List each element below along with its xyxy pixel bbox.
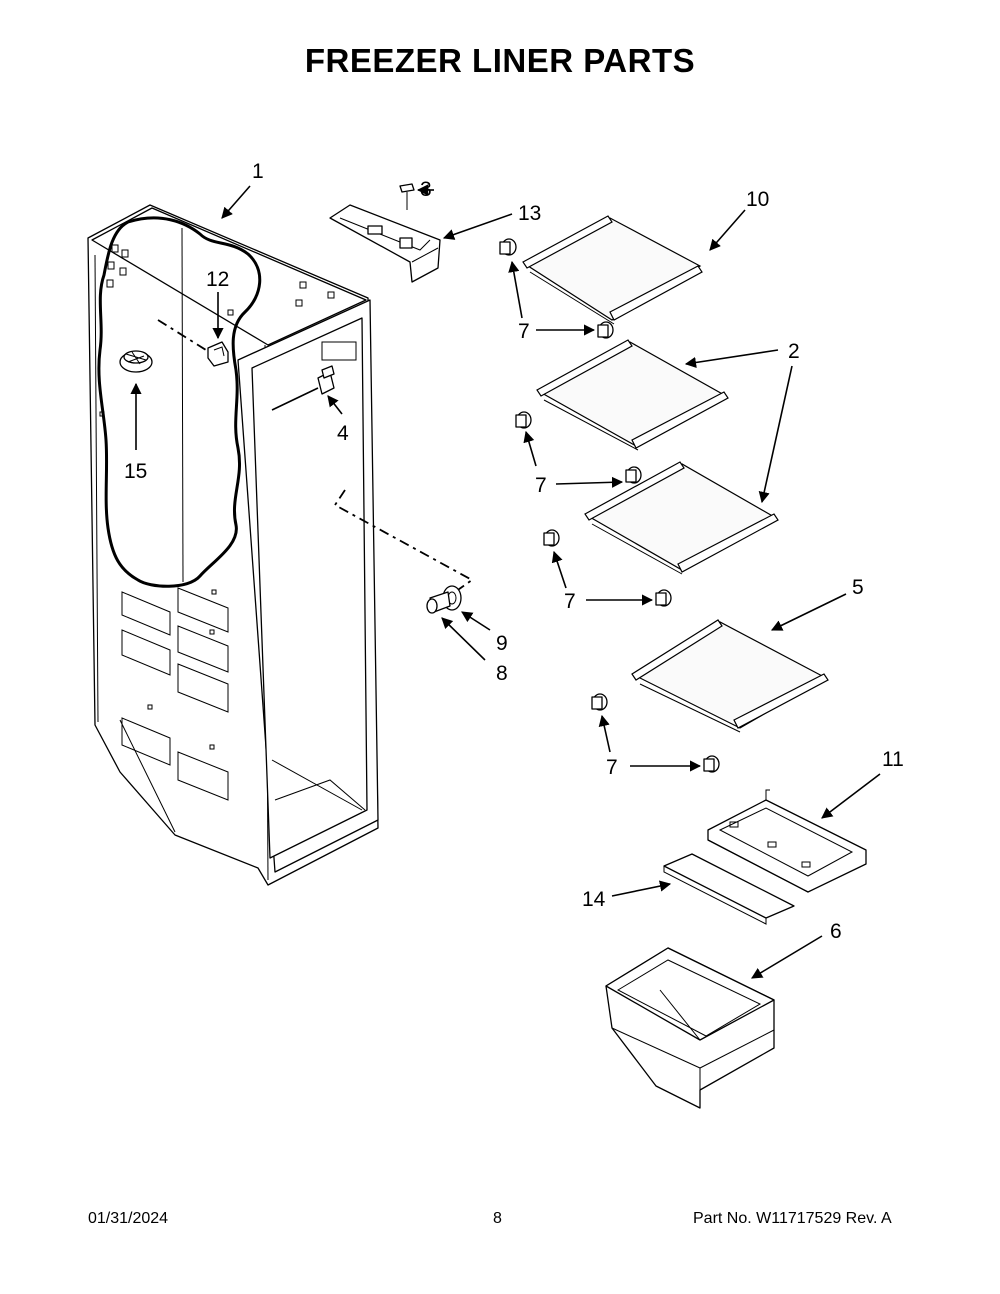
callout-8: 8	[496, 662, 508, 685]
callout-10: 10	[746, 188, 769, 211]
part-12-clip	[207, 341, 229, 367]
callout-7c: 7	[564, 590, 576, 613]
part-6-bin	[605, 947, 775, 1109]
callout-9: 9	[496, 632, 508, 655]
freezer-liner	[87, 204, 379, 886]
callout-6: 6	[830, 920, 842, 943]
callout-7d: 7	[606, 756, 618, 779]
callout-4: 4	[337, 422, 349, 445]
part-13-bracket	[329, 204, 441, 283]
callout-13: 13	[518, 202, 541, 225]
page-title: FREEZER LINER PARTS	[304, 42, 696, 79]
part-4-switch	[317, 365, 335, 395]
callout-5: 5	[852, 576, 864, 599]
part-3-screw	[399, 183, 415, 210]
part-8-pin	[426, 591, 451, 614]
part-7-supports	[499, 238, 720, 773]
callout-3: 3	[420, 178, 432, 201]
part-2-shelf-lower	[584, 461, 779, 575]
callout-7b: 7	[535, 474, 547, 497]
part-14-panel	[663, 853, 795, 925]
callout-14: 14	[582, 888, 606, 911]
footer-date: 01/31/2024	[88, 1210, 169, 1227]
part-2-shelf-upper	[536, 339, 729, 451]
part-15-component	[119, 350, 153, 373]
part-5-shelf	[631, 619, 829, 733]
callout-12: 12	[206, 268, 229, 291]
part-11-drawer-frame	[707, 789, 867, 893]
callout-11: 11	[882, 748, 904, 771]
footer-page-number: 8	[493, 1210, 502, 1227]
footer-part-number: Part No. W11717529 Rev. A	[693, 1210, 892, 1227]
callout-7a: 7	[518, 320, 530, 343]
callout-numbers: 1 2 3 4 5 6 7 7 7 7 8 9 10 11 12 13 14 1…	[124, 160, 904, 943]
callout-2: 2	[788, 340, 800, 363]
callout-15: 15	[124, 460, 147, 483]
part-10-shelf	[522, 215, 703, 325]
callout-1: 1	[252, 160, 264, 183]
